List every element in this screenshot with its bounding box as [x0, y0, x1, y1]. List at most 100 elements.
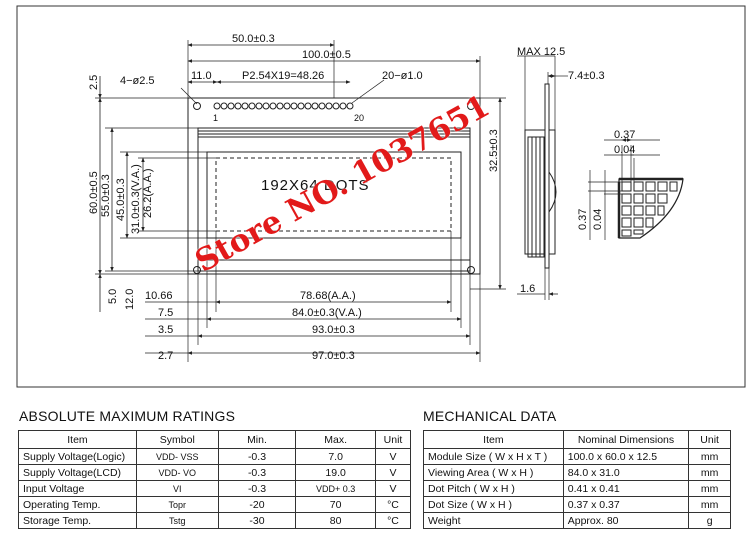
- ratings-header-min: Min.: [217, 430, 297, 449]
- mechanical-cell: mm: [688, 464, 731, 481]
- ratings-cell: 7.0: [295, 448, 377, 465]
- ratings-cell: V: [375, 464, 411, 481]
- table-row: Supply Voltage(Logic) VDD- VSS -0.3 7.0 …: [18, 448, 411, 465]
- ratings-cell: Operating Temp.: [18, 496, 137, 513]
- ratings-cell: Supply Voltage(Logic): [18, 448, 137, 465]
- dim-55: 55.0±0.3: [100, 174, 112, 217]
- dot-detail: [588, 138, 684, 240]
- ratings-cell: Storage Temp.: [18, 512, 137, 529]
- ratings-cell: -0.3: [217, 464, 297, 481]
- dim-004-h: 0.04: [614, 144, 635, 156]
- mechanical-title: MECHANICAL DATA: [423, 408, 557, 424]
- ratings-cell: -20: [217, 496, 297, 513]
- mechanical-table: Item Nominal Dimensions Unit Module Size…: [423, 430, 731, 529]
- ratings-title: ABSOLUTE MAXIMUM RATINGS: [19, 408, 236, 424]
- ratings-cell: VDD- VSS: [135, 448, 219, 465]
- table-row: Supply Voltage(LCD) VDD- VO -0.3 19.0 V: [18, 464, 411, 481]
- dim-max: MAX 12.5: [517, 46, 565, 58]
- display-label: 192X64 DOTS: [261, 177, 370, 194]
- mechanical-cell: 100.0 x 60.0 x 12.5: [562, 448, 690, 465]
- drawing-frame: [16, 5, 746, 388]
- ratings-cell: 19.0: [295, 464, 377, 481]
- mechanical-cell: Viewing Area ( W x H ): [423, 464, 564, 481]
- mechanical-cell: mm: [688, 496, 731, 513]
- ratings-cell: V: [375, 480, 411, 497]
- ratings-header-max: Max.: [295, 430, 377, 449]
- dim-1-6: 1.6: [520, 283, 535, 295]
- ratings-cell: Supply Voltage(LCD): [18, 464, 137, 481]
- dim-78: 78.68(A.A.): [300, 290, 356, 302]
- table-row: Viewing Area ( W x H ) 84.0 x 31.0 mm: [423, 464, 731, 481]
- mechanical-drawing: 50.0±0.3 100.0±0.5 4−ø2.5 11.0 P2.54X19=…: [16, 5, 746, 388]
- ratings-cell: -0.3: [217, 448, 297, 465]
- dim-037-h: 0.37: [614, 129, 635, 141]
- table-row: Operating Temp. Topr -20 70 °C: [18, 496, 411, 513]
- ratings-cell: VDD+ 0.3: [295, 480, 377, 497]
- ratings-cell: Topr: [135, 496, 219, 513]
- mechanical-cell: Dot Pitch ( W x H ): [423, 480, 564, 497]
- dim-10-66: 10.66: [145, 290, 173, 302]
- dim-7-5: 7.5: [158, 307, 173, 319]
- ratings-cell: -0.3: [217, 480, 297, 497]
- mechanical-header-nominal: Nominal Dimensions: [562, 430, 690, 449]
- mounting-hole: [467, 266, 475, 274]
- ratings-cell: 70: [295, 496, 377, 513]
- mechanical-cell: 0.37 x 0.37: [562, 496, 690, 513]
- ratings-cell: Tstg: [135, 512, 219, 529]
- ratings-cell: V: [375, 448, 411, 465]
- viewing-area: [206, 151, 462, 239]
- side-view: [517, 55, 568, 300]
- dim-50: 50.0±0.3: [232, 33, 275, 45]
- ratings-cell: °C: [375, 512, 411, 529]
- mechanical-cell: 0.41 x 0.41: [562, 480, 690, 497]
- mounting-hole: [467, 102, 475, 110]
- ratings-cell: °C: [375, 496, 411, 513]
- bezel-outer: [197, 127, 471, 272]
- table-row: Storage Temp. Tstg -30 80 °C: [18, 512, 411, 529]
- pin-last-label: 20: [354, 113, 364, 123]
- mounting-hole: [193, 102, 201, 110]
- mechanical-cell: Approx. 80: [562, 512, 690, 529]
- dim-037-v: 0.37: [577, 209, 589, 230]
- dim-3-5: 3.5: [158, 324, 173, 336]
- ratings-header-unit: Unit: [375, 430, 411, 449]
- ratings-header-symbol: Symbol: [135, 430, 219, 449]
- dim-45: 45.0±0.3: [115, 178, 127, 221]
- dim-60: 60.0±0.5: [88, 171, 100, 214]
- dim-93: 93.0±0.3: [312, 324, 355, 336]
- mechanical-header-item: Item: [423, 430, 564, 449]
- dim-2-5: 2.5: [88, 75, 100, 90]
- table-row: Module Size ( W x H x T ) 100.0 x 60.0 x…: [423, 448, 731, 465]
- dim-pitch: P2.54X19=48.26: [242, 70, 324, 82]
- front-view: [95, 40, 506, 362]
- dim-11: 11.0: [191, 70, 212, 82]
- mechanical-header-unit: Unit: [688, 430, 731, 449]
- mechanical-cell: mm: [688, 448, 731, 465]
- dim-2-7: 2.7: [158, 350, 173, 362]
- dim-pins: 20−ø1.0: [382, 70, 423, 82]
- mechanical-cell: 84.0 x 31.0: [562, 464, 690, 481]
- dim-12: 12.0: [124, 289, 136, 310]
- pin-first-label: 1: [213, 113, 218, 123]
- dim-84: 84.0±0.3(V.A.): [292, 307, 362, 319]
- ratings-cell: -30: [217, 512, 297, 529]
- mechanical-cell: g: [688, 512, 731, 529]
- dim-31: 31.0±0.3(V.A.): [130, 164, 142, 234]
- dim-97: 97.0±0.3: [312, 350, 355, 362]
- ratings-cell: Input Voltage: [18, 480, 137, 497]
- ratings-cell: VI: [135, 480, 219, 497]
- mechanical-cell: Weight: [423, 512, 564, 529]
- table-row: Weight Approx. 80 g: [423, 512, 731, 529]
- mounting-hole: [193, 266, 201, 274]
- dim-004-v: 0.04: [592, 209, 604, 230]
- dim-holes: 4−ø2.5: [120, 75, 155, 87]
- mechanical-cell: mm: [688, 480, 731, 497]
- ratings-table: Item Symbol Min. Max. Unit Supply Voltag…: [18, 430, 411, 529]
- dim-7-4: 7.4±0.3: [568, 70, 605, 82]
- dim-32-5: 32.5±0.3: [488, 129, 500, 172]
- dim-100: 100.0±0.5: [302, 49, 351, 61]
- dim-26: 26.2(A.A.): [142, 168, 154, 218]
- mechanical-cell: Dot Size ( W x H ): [423, 496, 564, 513]
- ratings-header-item: Item: [18, 430, 137, 449]
- dim-5: 5.0: [107, 289, 119, 304]
